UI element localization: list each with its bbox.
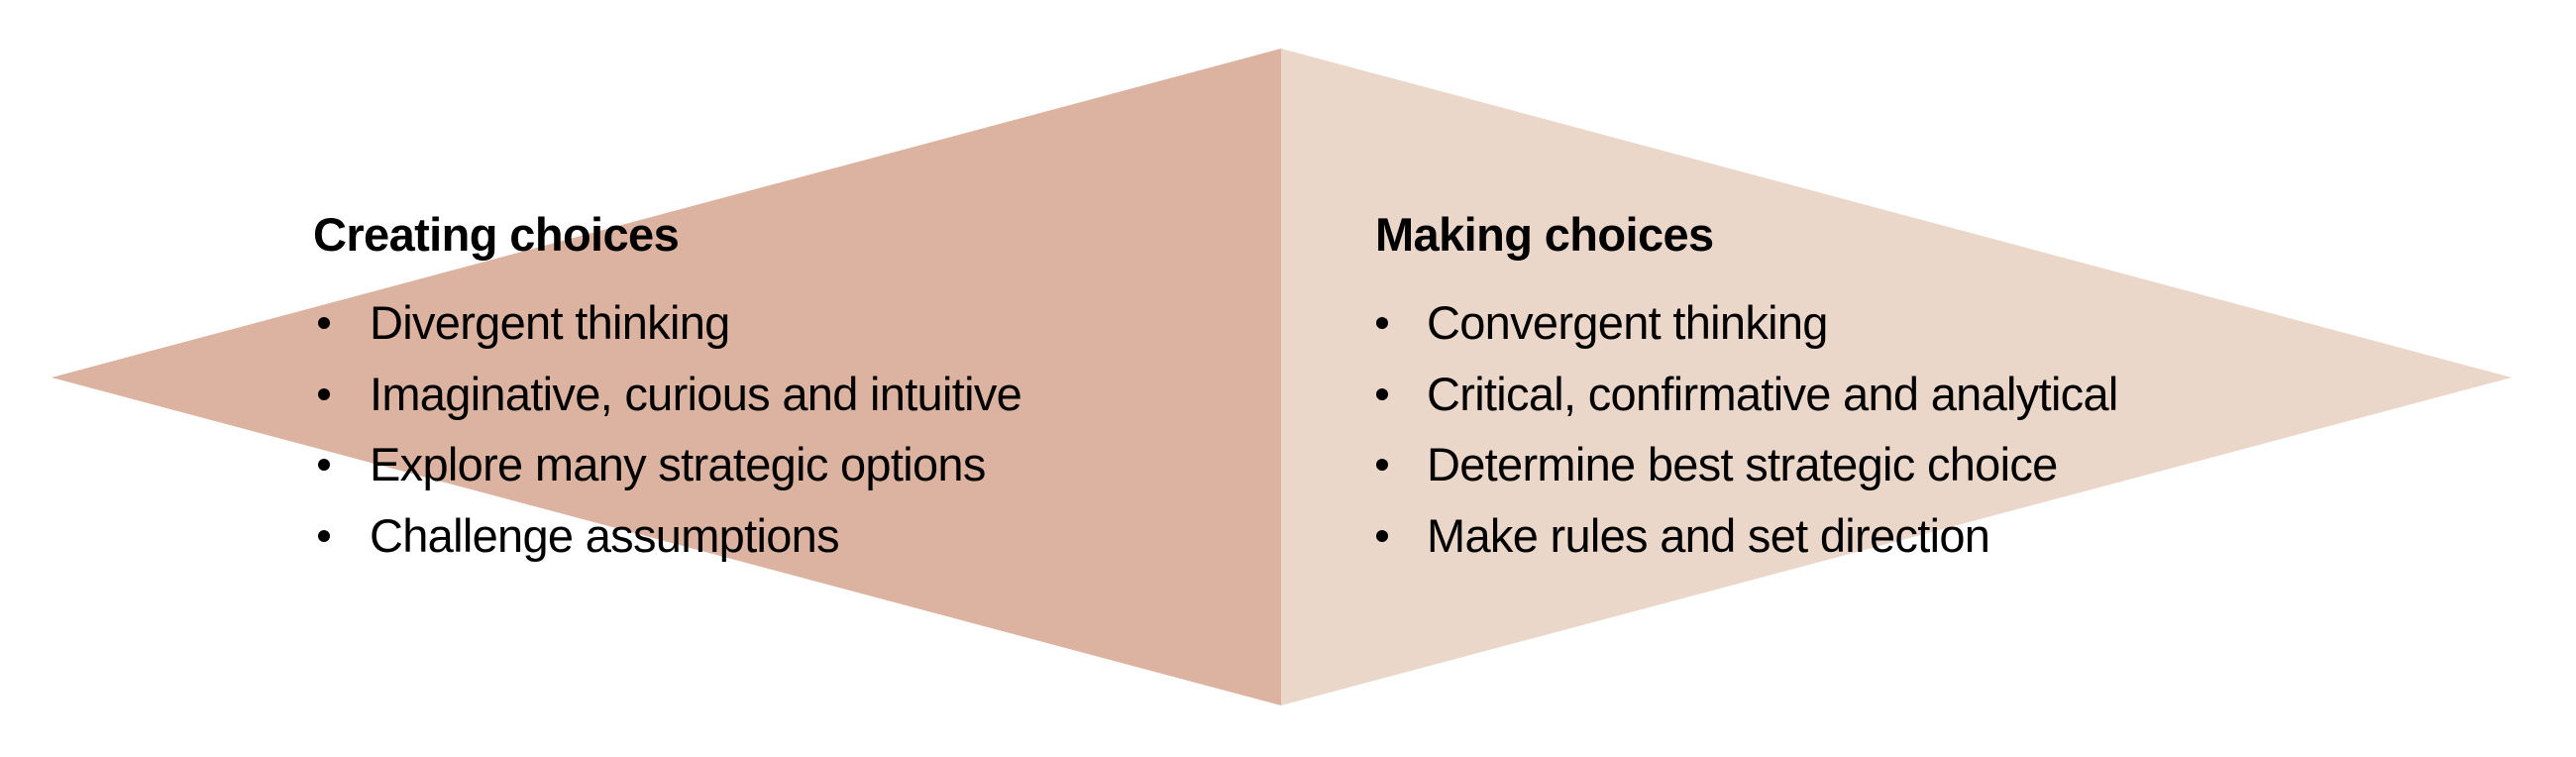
list-item-label: Imaginative, curious and intuitive: [370, 367, 1022, 420]
list-item-label: Make rules and set direction: [1427, 508, 1990, 562]
list-item-label: Divergent thinking: [370, 296, 730, 349]
list-item-label: Explore many strategic options: [370, 438, 986, 490]
bullet-icon: [1376, 529, 1388, 542]
list-item-label: Convergent thinking: [1427, 296, 1828, 349]
bullet-icon: [318, 387, 330, 400]
list-item-label: Determine best strategic choice: [1427, 438, 2058, 490]
bullet-icon: [318, 317, 330, 329]
list-item-label: Challenge assumptions: [370, 508, 840, 562]
making-choices-triangle: [1281, 49, 2512, 705]
making-choices-heading: Making choices: [1375, 208, 1714, 261]
list-item-label: Critical, confirmative and analytical: [1427, 367, 2118, 420]
bullet-icon: [318, 459, 330, 471]
bullet-icon: [1376, 387, 1388, 400]
creating-choices-heading: Creating choices: [313, 208, 680, 261]
creating-choices-triangle: [52, 49, 1281, 705]
bullet-icon: [1376, 459, 1388, 471]
bullet-icon: [318, 529, 330, 542]
bullet-icon: [1376, 317, 1388, 329]
